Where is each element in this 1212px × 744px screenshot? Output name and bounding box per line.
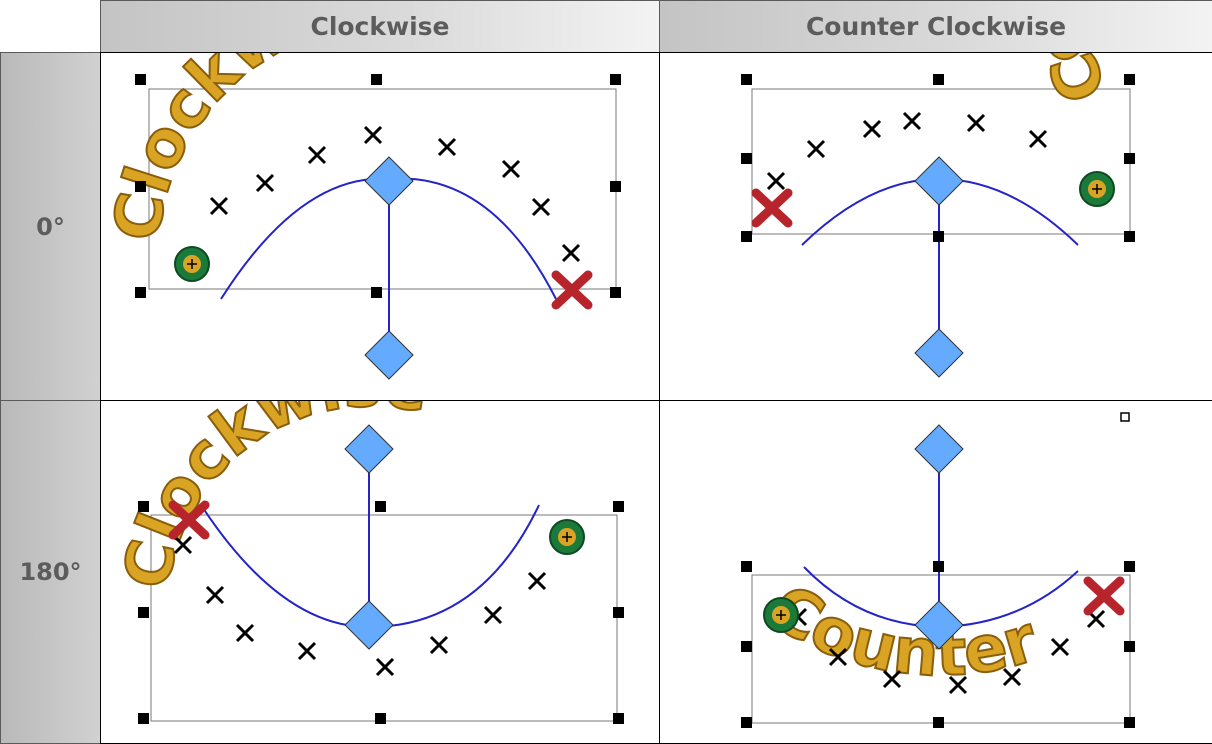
- cell-clockwise-0deg: Clockwise: [100, 52, 660, 401]
- column-header-counter-clockwise: Counter Clockwise: [659, 0, 1212, 53]
- row-header-180deg: 180°: [0, 400, 101, 744]
- selection-handles[interactable]: [741, 74, 1135, 242]
- end-point-x-icon[interactable]: [168, 500, 210, 540]
- column-header-counter-clockwise-label: Counter Clockwise: [805, 12, 1067, 41]
- center-handle-diamond[interactable]: [914, 600, 964, 650]
- start-point-circle-icon[interactable]: [174, 246, 210, 282]
- clockwise-180deg-canvas: Clockwise: [109, 401, 624, 724]
- small-artifact-bracket: [1120, 412, 1130, 422]
- row-header-0deg-label: 0°: [36, 212, 65, 241]
- arc-text: Counter: [757, 571, 1045, 692]
- selection-handles[interactable]: [741, 561, 1135, 728]
- stitch-markers: [209, 125, 581, 263]
- start-point-circle-icon[interactable]: [763, 597, 799, 633]
- column-header-clockwise-label: Clockwise: [310, 12, 450, 41]
- end-point-x-icon[interactable]: [551, 270, 593, 310]
- rotate-handle-diamond[interactable]: [344, 424, 394, 474]
- column-header-clockwise: Clockwise: [100, 0, 660, 53]
- center-handle-diamond[interactable]: [344, 600, 394, 650]
- end-point-x-icon[interactable]: [751, 188, 793, 228]
- stitch-markers: [766, 111, 1048, 191]
- row-header-0deg: 0°: [0, 52, 101, 401]
- selection-handles[interactable]: [138, 501, 624, 724]
- arc-text: Clockwise: [110, 401, 434, 595]
- row-header-180deg-label: 180°: [19, 558, 82, 586]
- arc-text: Counter: [882, 53, 1122, 111]
- stitch-markers: [173, 535, 547, 677]
- start-point-circle-icon[interactable]: [1079, 171, 1115, 207]
- counter-clockwise-0deg-canvas: Counter: [741, 53, 1135, 378]
- end-point-x-icon[interactable]: [1083, 576, 1125, 616]
- rotate-handle-diamond[interactable]: [914, 424, 964, 474]
- center-handle-diamond[interactable]: [364, 156, 414, 206]
- rotate-handle-diamond[interactable]: [914, 328, 964, 378]
- corner-cell: [0, 0, 101, 53]
- center-handle-diamond[interactable]: [914, 156, 964, 206]
- selection-handles[interactable]: [135, 74, 621, 298]
- cell-counter-clockwise-0deg: Counter: [659, 52, 1212, 401]
- counter-clockwise-180deg-canvas: Counter: [741, 412, 1135, 728]
- clockwise-0deg-canvas: Clockwise: [101, 53, 621, 380]
- rotate-handle-diamond[interactable]: [364, 330, 414, 380]
- start-point-circle-icon[interactable]: [549, 519, 585, 555]
- cell-clockwise-180deg: Clockwise: [100, 400, 660, 744]
- stitch-markers: [788, 607, 1106, 695]
- cell-counter-clockwise-180deg: Counter: [659, 400, 1212, 744]
